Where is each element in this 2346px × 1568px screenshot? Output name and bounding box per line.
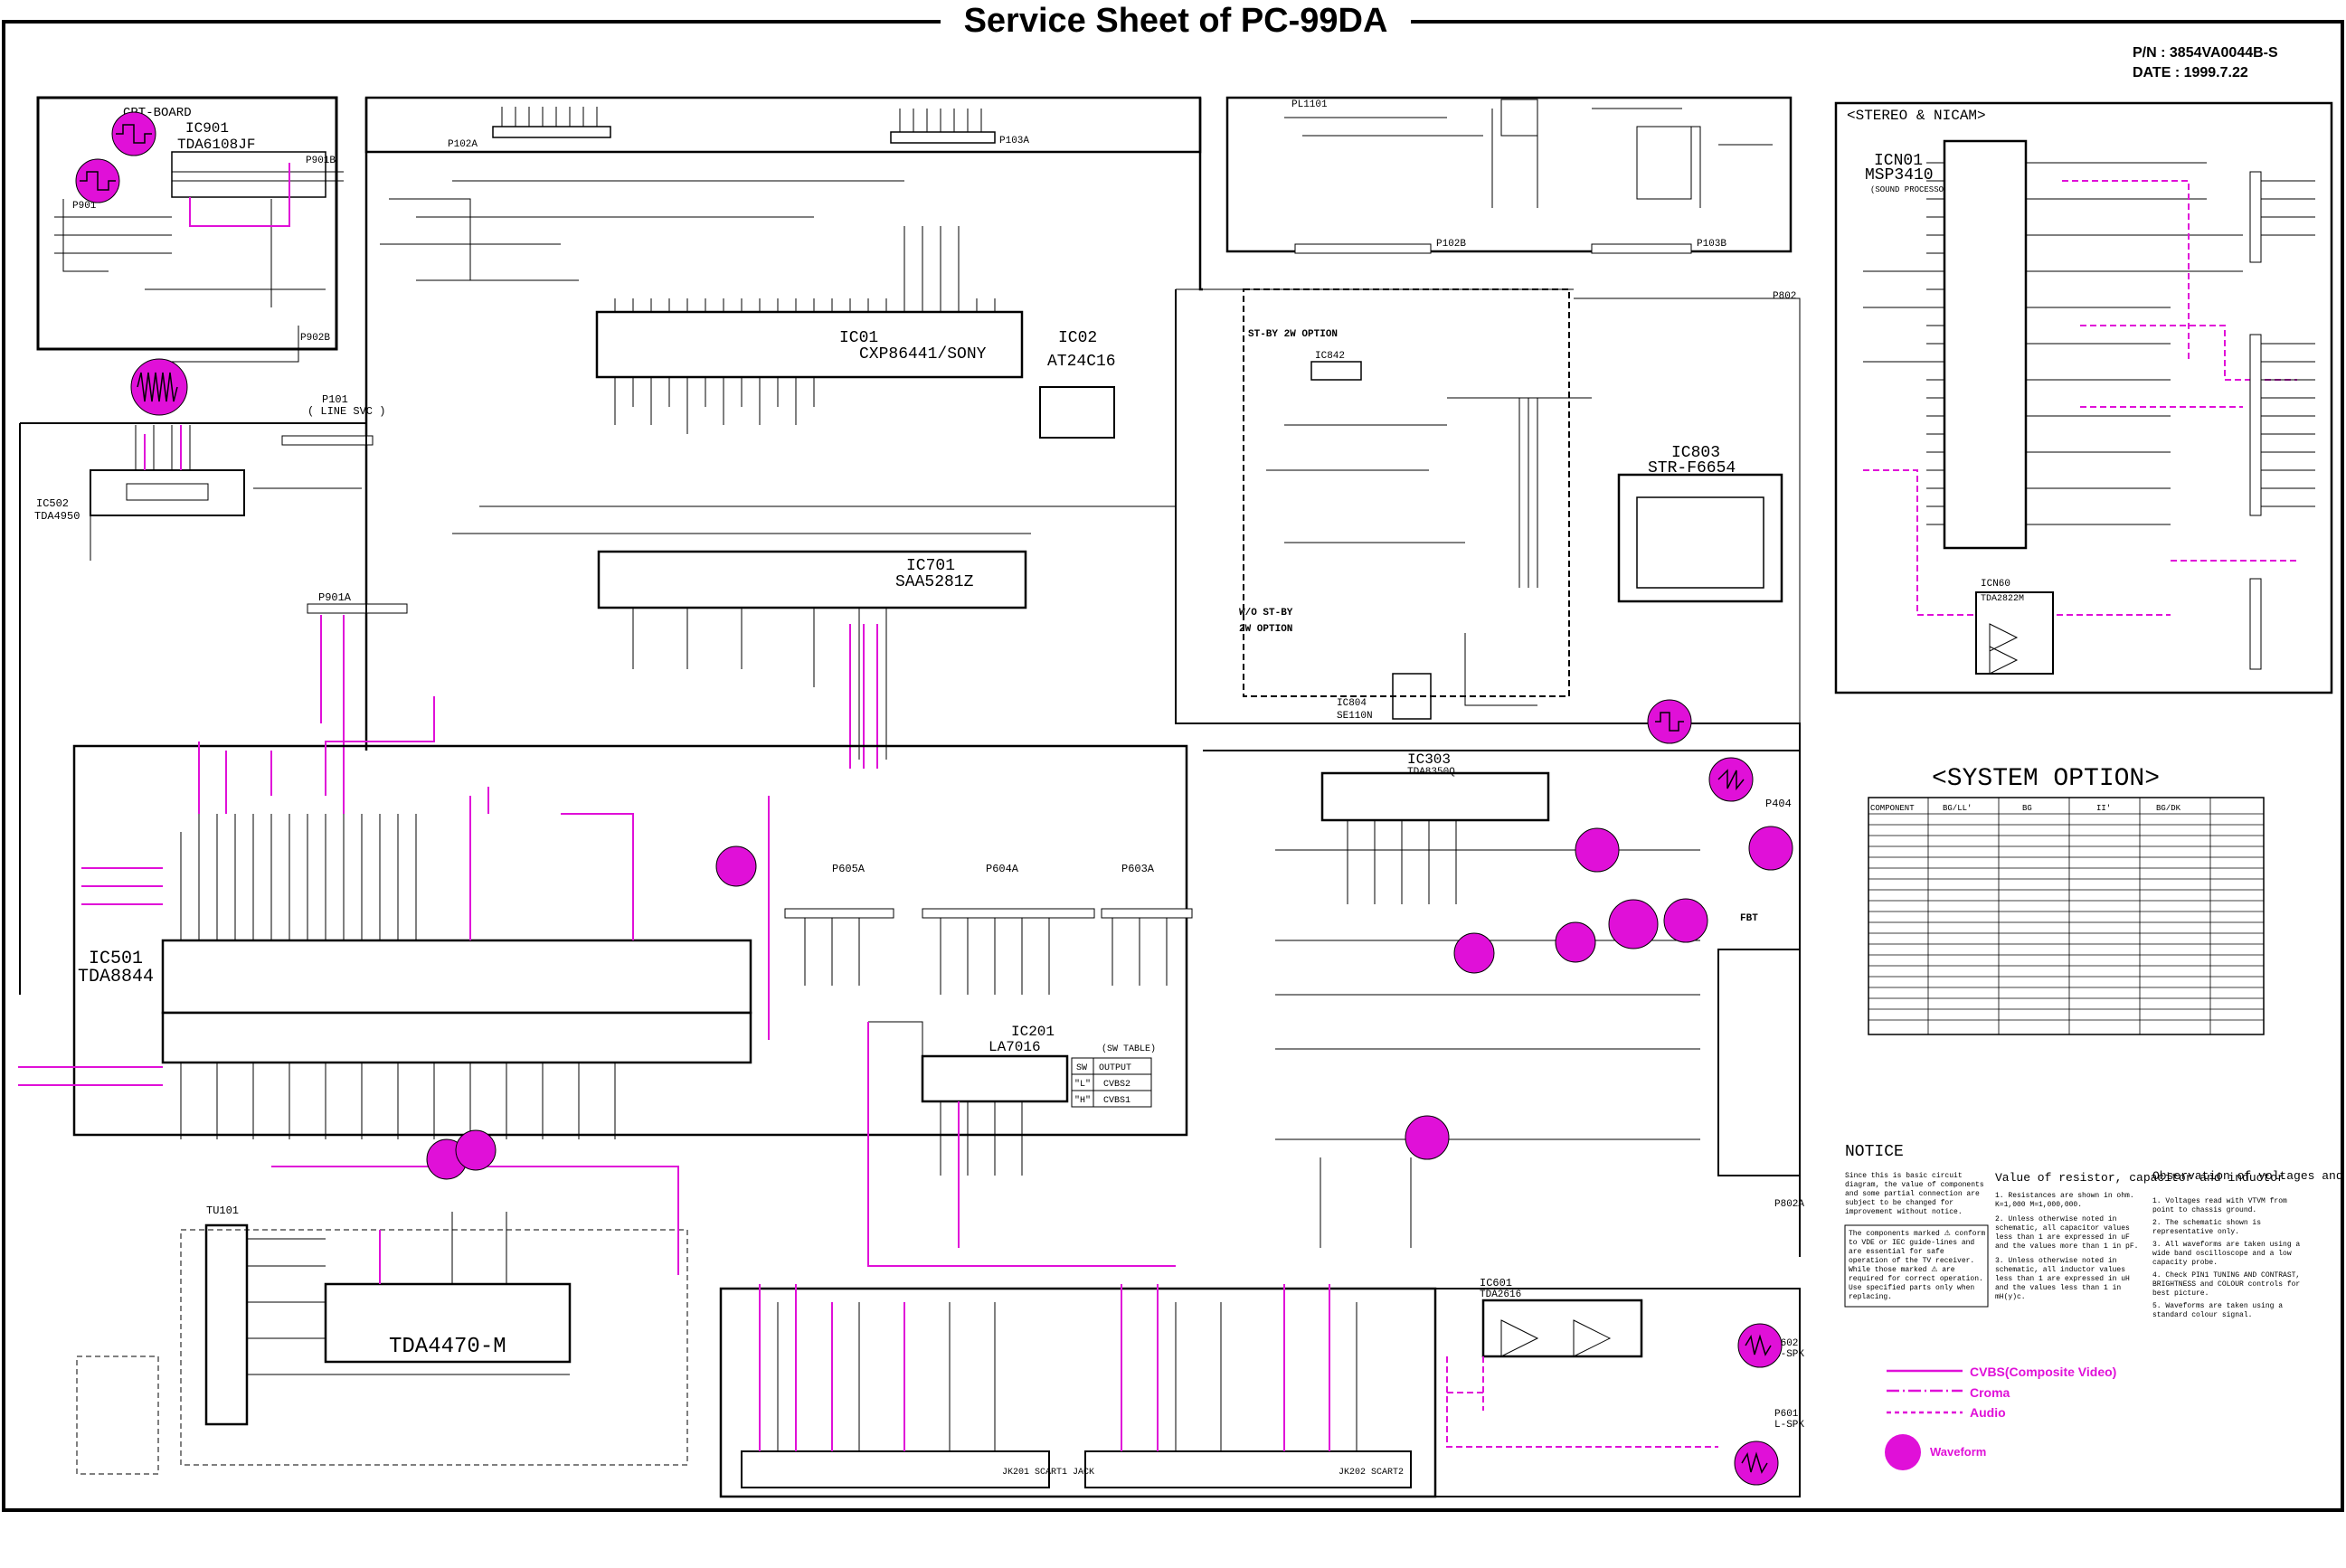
ic803-label: IC803	[1671, 444, 1720, 462]
ic803-part-label: STR-F6654	[1648, 459, 1736, 477]
system-option-title: <SYSTEM OPTION>	[1932, 765, 2160, 793]
ic501-part-label: TDA8844	[78, 967, 154, 987]
ic901-part-label: TDA6108JF	[177, 137, 255, 153]
ic901-body	[171, 151, 326, 198]
ic804-part-label: SE110N	[1337, 711, 1373, 722]
system-option-header: COMPONENT	[1870, 804, 1915, 813]
scart1-label: JK201 SCART1 JACK	[1002, 1468, 1094, 1478]
sw-table-cell: CVBS1	[1103, 1096, 1130, 1106]
notice-warning: The components marked ⚠ conform to VDE o…	[1849, 1230, 1986, 1301]
ic02-label: IC02	[1058, 329, 1097, 347]
p802a-label: P802A	[1774, 1199, 1804, 1210]
stereo-nicam-label: <STEREO & NICAM>	[1847, 108, 1986, 124]
p604a-label: P604A	[986, 863, 1019, 875]
legend-audio: Audio	[1970, 1405, 2006, 1420]
part-number-text: P/N : 3854VA0044B-S	[2133, 45, 2278, 61]
sw-table-cell: CVBS2	[1103, 1080, 1130, 1090]
value-note-item: 1. Resistances are shown in ohm. K=1,000…	[1995, 1192, 2134, 1209]
icn01-label: ICN01	[1874, 152, 1923, 170]
legend-waveform: Waveform	[1930, 1445, 1987, 1459]
p101-sub-label: ( LINE SVC )	[307, 405, 385, 418]
ic901-label: IC901	[185, 120, 229, 137]
legend-croma: Croma	[1970, 1384, 2010, 1400]
icn60-part-label: TDA2822M	[1981, 594, 2024, 604]
p902b-label: P902B	[300, 333, 330, 344]
wo-st-by-option-label: 2W OPTION	[1239, 624, 1292, 635]
p601-sub-label: L-SPK	[1774, 1420, 1804, 1431]
value-note-item: 3. Unless otherwise noted in schematic, …	[1995, 1257, 2130, 1301]
ic701-part-label: SAA5281Z	[895, 573, 974, 591]
p901a-label: P901A	[318, 591, 352, 604]
p102b-label: P102B	[1436, 239, 1466, 250]
ic501-label: IC501	[89, 949, 143, 969]
ic02-part-label: AT24C16	[1047, 353, 1116, 371]
fbt-label: FBT	[1740, 913, 1758, 924]
page-title: Service Sheet of PC-99DA	[941, 0, 1411, 42]
sw-table-cell: "L"	[1074, 1079, 1091, 1090]
icn01-sub-label: (SOUND PROCESSOR)	[1870, 185, 1953, 194]
p901b-label: P901B	[306, 156, 336, 166]
value-notes-list: 1. Resistances are shown in ohm. K=1,000…	[1995, 1192, 2143, 1302]
ic804-label: IC804	[1337, 698, 1367, 709]
system-option-header: BG/DK	[2156, 804, 2181, 813]
system-option-table	[1868, 797, 2265, 1035]
ic842-label: IC842	[1315, 351, 1345, 362]
st-by-2w-option-label: ST-BY 2W OPTION	[1248, 329, 1338, 340]
p802-label: P802	[1773, 291, 1796, 302]
observation-item: 2. The schematic shown is representative…	[2152, 1219, 2262, 1236]
tda4470-label: TDA4470-M	[389, 1335, 506, 1359]
ic01-label: IC01	[839, 329, 878, 347]
system-option-header: BG	[2022, 804, 2032, 813]
ic601-label: IC601	[1480, 1277, 1512, 1289]
icn01-part-label: MSP3410	[1865, 166, 1934, 184]
ic303-label: IC303	[1407, 751, 1451, 768]
observation-list: 1. Voltages read with VTVM from point to…	[2152, 1197, 2304, 1320]
scart2-label: JK202 SCART2	[1339, 1468, 1404, 1478]
icn60-label: ICN60	[1981, 579, 2010, 590]
ic01-part-label: CXP86441/SONY	[859, 345, 987, 364]
observation-item: 1. Voltages read with VTVM from point to…	[2152, 1197, 2287, 1214]
ic502-part-label: TDA4950	[34, 510, 80, 523]
ic303-part-label: TDA8350Q	[1407, 767, 1455, 778]
p603a-label: P603A	[1121, 863, 1155, 875]
observation-item: 4. Check PIN1 TUNING AND CONTRAST, BRIGH…	[2152, 1271, 2301, 1298]
p602-sub-label: R-SPK	[1774, 1349, 1804, 1360]
observation-item: 5. Waveforms are taken using a standard …	[2152, 1302, 2284, 1319]
part-number: P/N : 3854VA0044B-S DATE : 1999.7.22	[2133, 43, 2278, 83]
tu101-label: TU101	[206, 1204, 239, 1217]
ic701-label: IC701	[906, 557, 955, 575]
value-notes-title: Value of resistor, capacitor and inducto…	[1995, 1171, 2285, 1185]
cpt-board-box	[36, 96, 338, 351]
observation-item: 3. All waveforms are taken using a wide …	[2152, 1241, 2301, 1267]
p103b-label: P103B	[1697, 239, 1726, 250]
value-note-item: 2. Unless otherwise noted in schematic, …	[1995, 1215, 2139, 1251]
system-option-header: BG/LL'	[1943, 804, 1972, 813]
ic201-label: IC201	[1011, 1024, 1055, 1040]
wo-st-by-label: W/O ST-BY	[1239, 608, 1293, 619]
p901-label: P901	[72, 201, 97, 212]
notice-title: NOTICE	[1845, 1143, 1904, 1161]
p404-label: P404	[1765, 798, 1792, 810]
system-option-header: II'	[2096, 804, 2111, 813]
sw-table-cell: "H"	[1074, 1095, 1091, 1106]
legend-cvbs: CVBS(Composite Video)	[1970, 1365, 2117, 1379]
ic502-label: IC502	[36, 497, 69, 510]
observation-title: Observation of voltages and waveforms	[2152, 1169, 2346, 1183]
p102a-label: P102A	[448, 139, 478, 150]
notice-body: Since this is basic circuit diagram, the…	[1845, 1172, 1984, 1216]
legend: CVBS(Composite Video) Croma Audio	[1970, 1362, 2116, 1423]
sw-table-header-output: OUTPUT	[1099, 1063, 1131, 1073]
date-text: DATE : 1999.7.22	[2133, 65, 2248, 80]
pl1101-label: PL1101	[1291, 99, 1328, 110]
p101-label: P101	[322, 393, 348, 406]
p601-label: P601	[1774, 1409, 1799, 1420]
ic601-part-label: TDA2616	[1480, 1289, 1521, 1300]
ic201-part-label: LA7016	[989, 1039, 1041, 1055]
p605a-label: P605A	[832, 863, 866, 875]
sw-table-header-sw: SW	[1076, 1063, 1087, 1073]
p103a-label: P103A	[999, 136, 1029, 146]
sw-table-title: (SW TABLE)	[1102, 1044, 1156, 1054]
